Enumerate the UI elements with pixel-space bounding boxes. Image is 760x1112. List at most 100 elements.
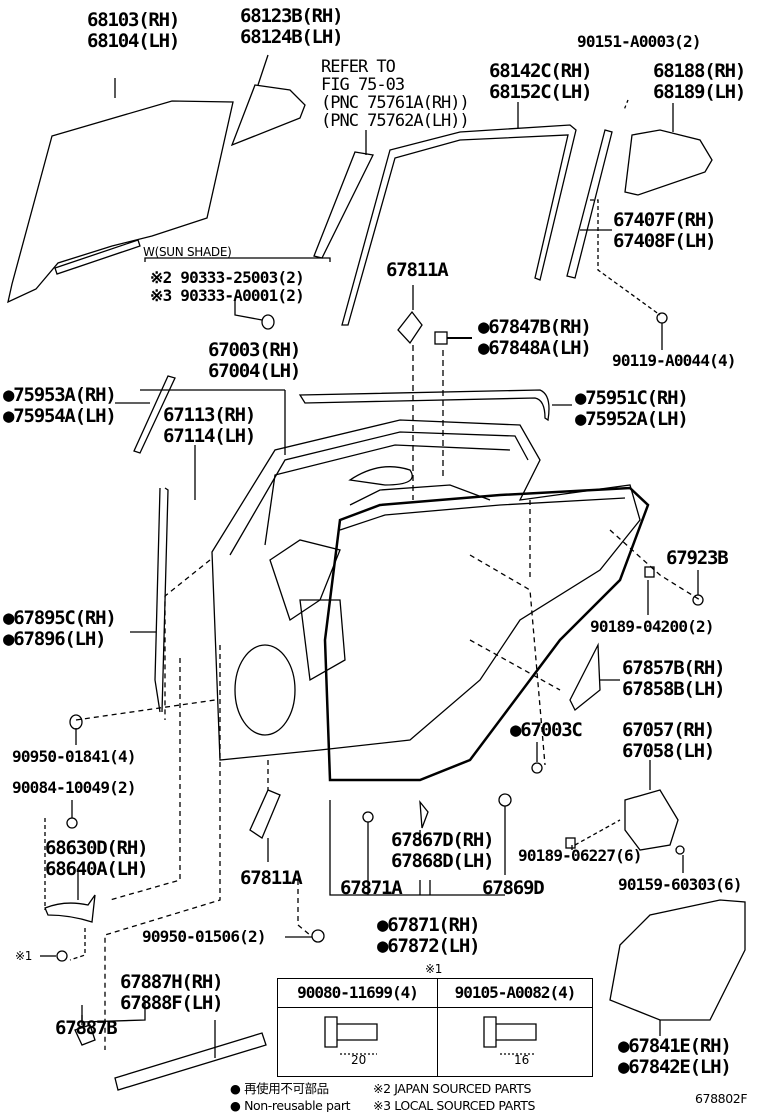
callout-screw-06227: 90189-06227(6) <box>518 847 642 865</box>
part-number: ※3 90333-A0001(2) <box>150 286 305 305</box>
part-number: 68142C(RH) <box>489 60 593 82</box>
callout-quarter-frame: 68188(RH)68189(LH) <box>653 60 746 103</box>
callout-door-panel: 67003(RH)67004(LH) <box>208 339 301 382</box>
part-number: 67004(LH) <box>208 360 301 382</box>
part-number: 68104(LH) <box>87 30 180 52</box>
sun-shade-title: W(SUN SHADE) <box>143 245 232 259</box>
callout-seal-top: 67811A <box>386 260 449 281</box>
callout-tape-895: ●67895C(RH)●67896(LH) <box>3 608 117 650</box>
part-number: 68124B(LH) <box>240 26 344 48</box>
callout-scuff-887: 67887H(RH)67888F(LH) <box>120 971 224 1014</box>
part-number: 68630D(RH) <box>45 837 149 859</box>
part-number: ●67848A(LH) <box>478 337 592 359</box>
callout-screw-04200: 90189-04200(2) <box>590 618 714 636</box>
part-number: 67858B(LH) <box>622 678 726 700</box>
quarter-glass <box>230 84 306 147</box>
part-number: 68189(LH) <box>653 81 746 103</box>
callout-clip-867: 67867D(RH)67868D(LH) <box>391 829 495 872</box>
callout-clip-869d: 67869D <box>482 877 545 899</box>
part-number: ●75954A(LH) <box>3 405 117 427</box>
refer-line: (PNC 75762A(LH)) <box>321 111 470 131</box>
part-number: 90950-01506(2) <box>142 927 266 946</box>
part-number: 90950-01841(4) <box>12 747 136 766</box>
part-number: 67923B <box>666 547 729 569</box>
callout-screw-10049: 90084-10049(2) <box>12 779 136 797</box>
door-glass <box>7 100 234 304</box>
callout-plug-01506: 90950-01506(2) <box>142 928 266 946</box>
legend-nonreusable: ● 再使用不可部品● Non-reusable part <box>230 1080 350 1112</box>
door-shell <box>211 419 641 761</box>
part-number: 67867D(RH) <box>391 829 495 851</box>
part-number: ●67847B(RH) <box>478 316 592 338</box>
part-number: 67057(RH) <box>622 719 715 741</box>
callout-frame-113: 67113(RH)67114(LH) <box>163 404 256 447</box>
part-number: 67058(LH) <box>622 740 715 762</box>
note-1-left: ※1 <box>15 949 33 963</box>
part-number: ●67871(RH) <box>377 914 481 936</box>
part-number: 90189-04200(2) <box>590 617 714 636</box>
callout-lock-057: 67057(RH)67058(LH) <box>622 719 715 762</box>
callout-molding-953: ●75953A(RH)●75954A(LH) <box>3 384 117 427</box>
part-number: 90159-60303(6) <box>618 875 742 894</box>
fastener-part-2: 90105-A0082(4) <box>438 979 592 1008</box>
part-number: 67857B(RH) <box>622 657 726 679</box>
callout-weatherstrip: ●67871(RH)●67872(LH) <box>377 914 481 957</box>
part-number: 67811A <box>240 867 303 889</box>
part-number: 67003(RH) <box>208 339 301 361</box>
run-channel <box>341 124 577 326</box>
callout-service-hole-cover: ●67841E(RH)●67842E(LH) <box>618 1036 732 1078</box>
part-number: 90119-A0044(4) <box>612 351 736 370</box>
figure-code: 678802F <box>695 1091 748 1106</box>
part-number: 67407F(RH) <box>613 209 717 231</box>
callout-clip-887b: 67887B <box>55 1018 118 1039</box>
legend-sourcing: ※2 JAPAN SOURCED PARTS ※3 LOCAL SOURCED P… <box>373 1080 535 1112</box>
callout-clip-871a: 67871A <box>340 877 403 899</box>
callout-quarter-glass: 68123B(RH)68124B(LH) <box>240 5 344 48</box>
legend-note3: ※3 LOCAL SOURCED PARTS <box>373 1098 536 1112</box>
part-number: 67888F(LH) <box>120 992 224 1014</box>
part-number: 67868D(LH) <box>391 850 495 872</box>
note-1-center: ※1 <box>425 962 443 976</box>
legend-note2: ※2 JAPAN SOURCED PARTS <box>373 1081 532 1096</box>
callout-screw-60303: 90159-60303(6) <box>618 876 742 894</box>
callout-glass: 68103(RH)68104(LH) <box>87 9 180 52</box>
part-number: ●67003C <box>510 719 583 741</box>
part-number: 90084-10049(2) <box>12 778 136 797</box>
callout-plug-003c: ●67003C <box>510 719 583 741</box>
part-number: 90189-06227(6) <box>518 846 642 865</box>
callout-plug-01841: 90950-01841(4) <box>12 748 136 766</box>
glass-channel <box>54 239 141 275</box>
part-number: 68123B(RH) <box>240 5 344 27</box>
door-weatherstrip <box>323 486 650 782</box>
part-number: ●75951C(RH) <box>575 387 689 409</box>
part-number: 68103(RH) <box>87 9 180 31</box>
part-number: 67114(LH) <box>163 425 256 447</box>
callout-bolt-044: 90119-A0044(4) <box>612 352 736 370</box>
part-number: ●67896(LH) <box>3 628 107 650</box>
part-number: 67871A <box>340 877 403 899</box>
callout-division-bar: 67407F(RH)67408F(LH) <box>613 209 717 252</box>
part-number: 67869D <box>482 877 545 899</box>
callout-cover-923: 67923B <box>666 547 729 569</box>
division-bar <box>566 129 613 279</box>
part-number: ※2 90333-25003(2) <box>150 268 305 287</box>
fastener-length-1: 20 <box>351 1053 367 1067</box>
callout-sun-shade: ※2 90333-25003(2)※3 90333-A0001(2) <box>150 268 305 305</box>
fastener-part-1: 90080-11699(4) <box>278 979 437 1008</box>
part-number: 67408F(LH) <box>613 230 717 252</box>
callout-seal-bottom: 67811A <box>240 867 303 889</box>
part-number: 67113(RH) <box>163 404 256 426</box>
refer-line: REFER TO <box>321 57 396 77</box>
part-number: 67887H(RH) <box>120 971 224 993</box>
callout-screw-top: 90151-A0003(2) <box>577 33 701 51</box>
callout-molding-951: ●75951C(RH)●75952A(LH) <box>575 387 689 430</box>
part-number: 68188(RH) <box>653 60 746 82</box>
part-number: ●75953A(RH) <box>3 384 117 406</box>
refer-line: FIG 75-03 <box>321 75 405 95</box>
fastener-length-2: 16 <box>514 1053 530 1067</box>
callout-run-channel: 68142C(RH)68152C(LH) <box>489 60 593 103</box>
door-lock-shape <box>624 789 679 851</box>
refer-line: (PNC 75761A(RH)) <box>321 93 470 113</box>
